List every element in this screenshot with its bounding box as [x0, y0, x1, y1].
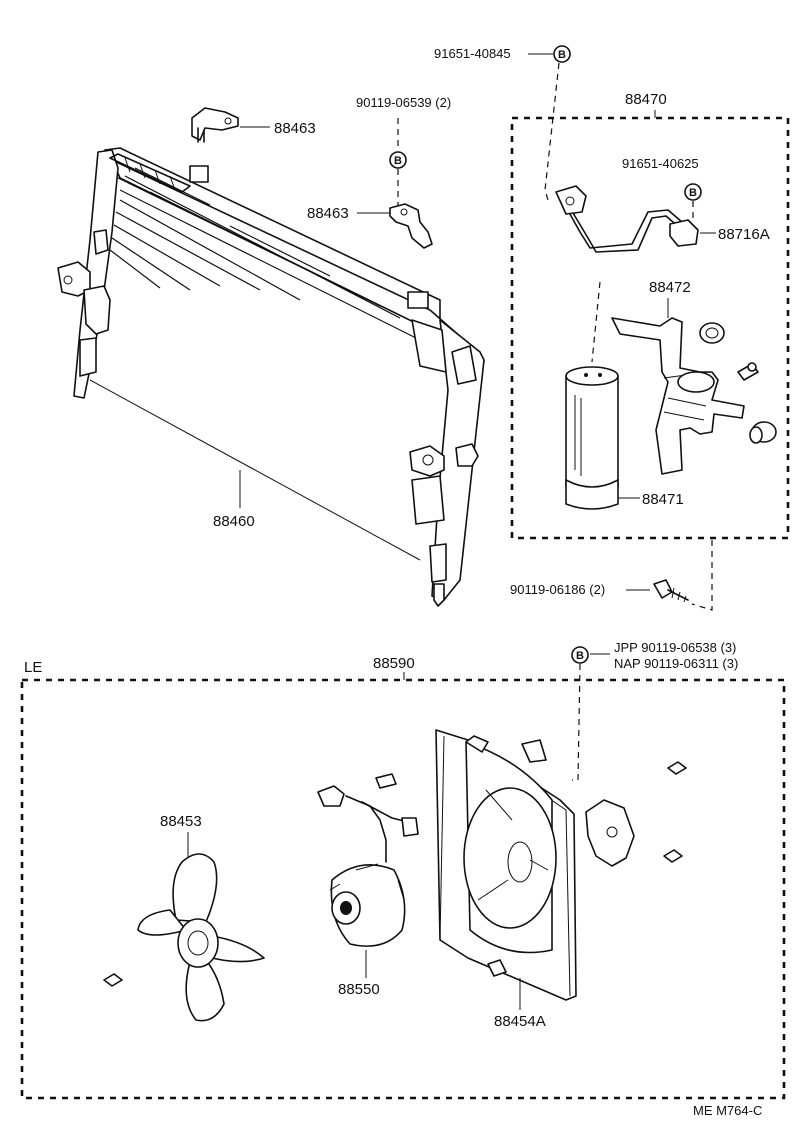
- footer-code: ME M764-C: [693, 1103, 762, 1118]
- svg-text:B: B: [576, 650, 584, 662]
- condenser-88460: 88460: [57, 147, 485, 607]
- label-88472: 88472: [649, 279, 691, 296]
- label-88590: 88590: [373, 655, 415, 672]
- b-marker-icon: [553, 45, 571, 63]
- motor-88550: 88550: [317, 773, 419, 998]
- fan-88453: 88453: [103, 813, 265, 1022]
- b-marker-icon: [571, 646, 589, 664]
- label-88463-top: 88463: [274, 120, 316, 137]
- label-91651-40845: 91651-40845: [434, 46, 511, 61]
- b-marker-letter: B: [558, 49, 566, 61]
- label-88463-mid: 88463: [307, 205, 349, 222]
- callout-90119-06539: 90119-06539 (2) B: [356, 95, 451, 210]
- label-le: LE: [24, 659, 42, 676]
- label-88470: 88470: [625, 91, 667, 108]
- label-91651-40625: 91651-40625: [622, 156, 699, 171]
- label-88550: 88550: [338, 981, 380, 998]
- label-90119-06186: 90119-06186 (2): [510, 582, 605, 597]
- callout-90119-06186: 90119-06186 (2): [510, 540, 713, 611]
- bracket-88463-top: 88463: [191, 107, 316, 143]
- label-88471: 88471: [642, 491, 684, 508]
- label-88460: 88460: [213, 513, 255, 530]
- receiver-group-box: [510, 116, 790, 540]
- fan-group-box: [20, 678, 786, 1100]
- svg-text:B: B: [394, 155, 402, 167]
- b-marker-icon: [389, 151, 407, 169]
- label-jpp: JPP 90119-06538 (3): [614, 640, 736, 655]
- label-88716A: 88716A: [718, 226, 770, 243]
- label-90119-06539: 90119-06539 (2): [356, 95, 451, 110]
- b-marker-icon: [684, 183, 702, 201]
- callout-91651-40845: 91651-40845 B: [434, 45, 571, 201]
- label-nap: NAP 90119-06311 (3): [614, 656, 738, 671]
- bracket-88463-mid: 88463: [307, 203, 433, 249]
- condenser-core-fins: [109, 167, 421, 341]
- svg-text:B: B: [689, 187, 697, 199]
- shroud-88454A: 88454A: [435, 729, 687, 1030]
- label-88453: 88453: [160, 813, 202, 830]
- jpp-nap-callout: B JPP 90119-06538 (3) NAP 90119-06311 (3…: [571, 640, 738, 781]
- receiver-group-88470: 88470 91651-40625 B 88716A 88472: [510, 91, 790, 540]
- label-88454A: 88454A: [494, 1013, 546, 1030]
